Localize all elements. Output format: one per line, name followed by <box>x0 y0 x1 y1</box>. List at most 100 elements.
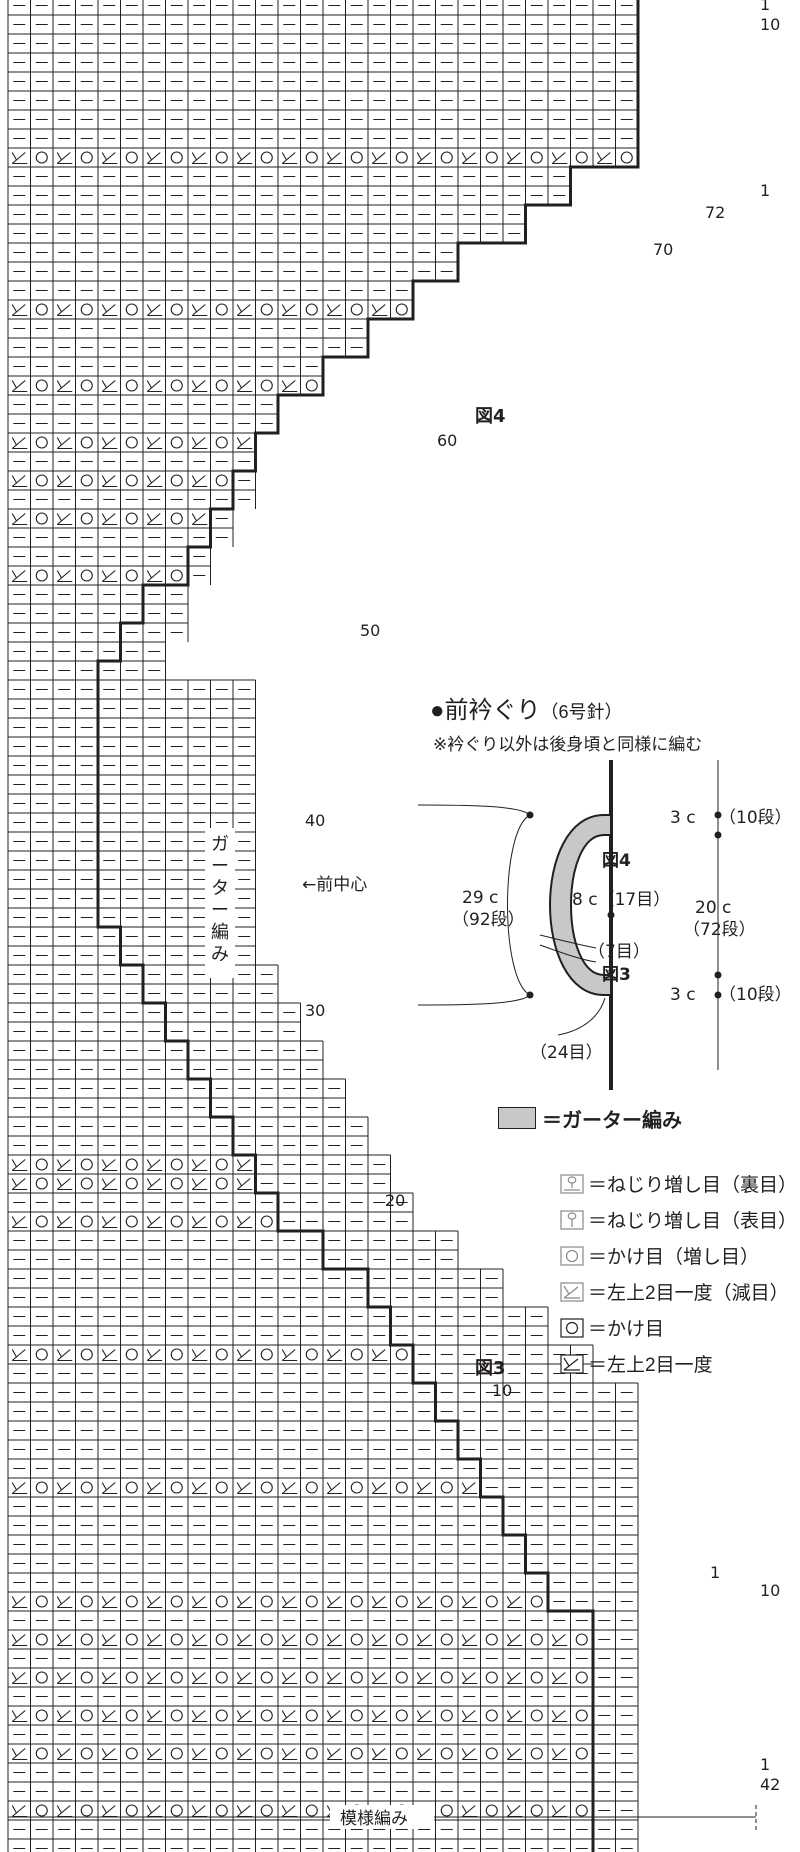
yarn-over-icon <box>440 151 453 164</box>
k2tog-icon <box>11 304 28 317</box>
twist-increase-knit-icon <box>560 1209 584 1230</box>
k2tog-icon <box>191 1159 208 1172</box>
yarn-over-icon <box>395 151 408 164</box>
k2tog-icon <box>416 1482 433 1495</box>
yarn-over-icon <box>35 1158 48 1171</box>
k2tog-icon <box>146 513 163 526</box>
yarn-over-icon <box>260 1709 273 1722</box>
k2tog-icon <box>191 380 208 393</box>
k2tog-icon <box>101 380 118 393</box>
yarn-over-icon <box>260 303 273 316</box>
yarn-over-icon <box>35 1595 48 1608</box>
k2tog-icon <box>11 1748 28 1761</box>
k2tog-icon <box>56 1216 73 1229</box>
row-number-1-lower: 1 <box>710 1563 720 1582</box>
yarn-over-icon <box>350 1747 363 1760</box>
yarn-over-icon <box>350 1709 363 1722</box>
k2tog-icon <box>326 1349 343 1362</box>
yarn-over-icon <box>215 1804 228 1817</box>
k2tog-icon <box>56 475 73 488</box>
yarn-over-icon <box>260 1804 273 1817</box>
k2tog-icon <box>11 570 28 583</box>
yarn-over-icon <box>395 1481 408 1494</box>
yarn-over-icon <box>35 474 48 487</box>
k2tog-icon <box>56 1482 73 1495</box>
legend-item: ＝ねじり増し目（裏目） <box>560 1170 797 1196</box>
k2tog-icon <box>236 1710 253 1723</box>
k2tog-icon <box>56 1805 73 1818</box>
yarn-over-icon <box>440 1747 453 1760</box>
svg-text:み: み <box>211 944 229 965</box>
k2tog-icon <box>281 1805 298 1818</box>
k2tog-icon <box>11 1596 28 1609</box>
k2tog-icon <box>236 1482 253 1495</box>
k2tog-icon <box>506 152 523 165</box>
legend-item: ＝かけ目 <box>560 1314 664 1340</box>
yarn-over-icon <box>80 151 93 164</box>
yarn-over-icon <box>305 1709 318 1722</box>
k2tog-icon <box>56 1672 73 1685</box>
k2tog-icon <box>371 1672 388 1685</box>
yarn-over-icon <box>125 1804 138 1817</box>
k2tog-icon <box>236 304 253 317</box>
yarn-over-icon <box>530 1804 543 1817</box>
k2tog-icon <box>56 513 73 526</box>
k2tog-icon <box>11 1710 28 1723</box>
yarn-over-icon <box>35 1481 48 1494</box>
k2tog-icon <box>551 1710 568 1723</box>
k2tog-icon <box>101 1805 118 1818</box>
k2tog-icon <box>11 1159 28 1172</box>
yarn-over-icon <box>485 1804 498 1817</box>
k2tog-icon <box>11 1634 28 1647</box>
k2tog-icon <box>371 152 388 165</box>
k2tog-icon <box>236 1634 253 1647</box>
yarn-over-icon <box>395 1671 408 1684</box>
yarn-over-icon <box>350 1671 363 1684</box>
row-number-42: 42 <box>760 1775 780 1794</box>
k2tog-icon <box>101 1159 118 1172</box>
yarn-over-icon <box>35 151 48 164</box>
yarn-over-icon <box>170 1595 183 1608</box>
neckline-schematic <box>417 760 722 1090</box>
k2tog-icon <box>236 380 253 393</box>
yarn-over-icon <box>440 1671 453 1684</box>
yarn-over-icon <box>215 151 228 164</box>
row-number-60: 60 <box>437 431 457 450</box>
k2tog-icon <box>191 152 208 165</box>
k2tog-icon <box>146 1710 163 1723</box>
yarn-over-icon <box>35 1671 48 1684</box>
yarn-over-icon <box>80 1215 93 1228</box>
yarn-over-icon <box>530 1709 543 1722</box>
k2tog-icon <box>326 1634 343 1647</box>
k2tog-decrease-icon <box>560 1281 584 1302</box>
panel-title: ●前衿ぐり（6号針） <box>430 690 623 725</box>
k2tog-icon <box>506 1634 523 1647</box>
yarn-over-icon <box>215 1348 228 1361</box>
k2tog-icon <box>236 1349 253 1362</box>
yarn-over-icon <box>170 512 183 525</box>
k2tog-icon <box>11 1482 28 1495</box>
yarn-over-icon <box>440 1595 453 1608</box>
yarn-over-icon <box>80 1348 93 1361</box>
k2tog-icon <box>551 1748 568 1761</box>
k2tog-icon <box>146 1159 163 1172</box>
k2tog-icon <box>461 1805 478 1818</box>
row-number-1-bottom: 1 <box>760 1755 770 1774</box>
k2tog-icon <box>416 1596 433 1609</box>
row-number-72: 72 <box>705 203 725 222</box>
k2tog-icon <box>371 1634 388 1647</box>
k2tog-icon <box>191 475 208 488</box>
yarn-over-icon <box>215 379 228 392</box>
yarn-over-icon <box>395 303 408 316</box>
yarn-over-icon <box>125 569 138 582</box>
dim-top-right: 3 c <box>670 808 696 828</box>
yarn-over-icon <box>80 1671 93 1684</box>
yarn-over-icon <box>395 1348 408 1361</box>
svg-text:編: 編 <box>211 922 229 943</box>
k2tog-icon <box>56 570 73 583</box>
k2tog-icon <box>101 1178 118 1191</box>
k2tog-icon <box>191 1216 208 1229</box>
yarn-over-icon <box>80 1595 93 1608</box>
k2tog-icon <box>416 1748 433 1761</box>
yarn-over-icon <box>260 1633 273 1646</box>
